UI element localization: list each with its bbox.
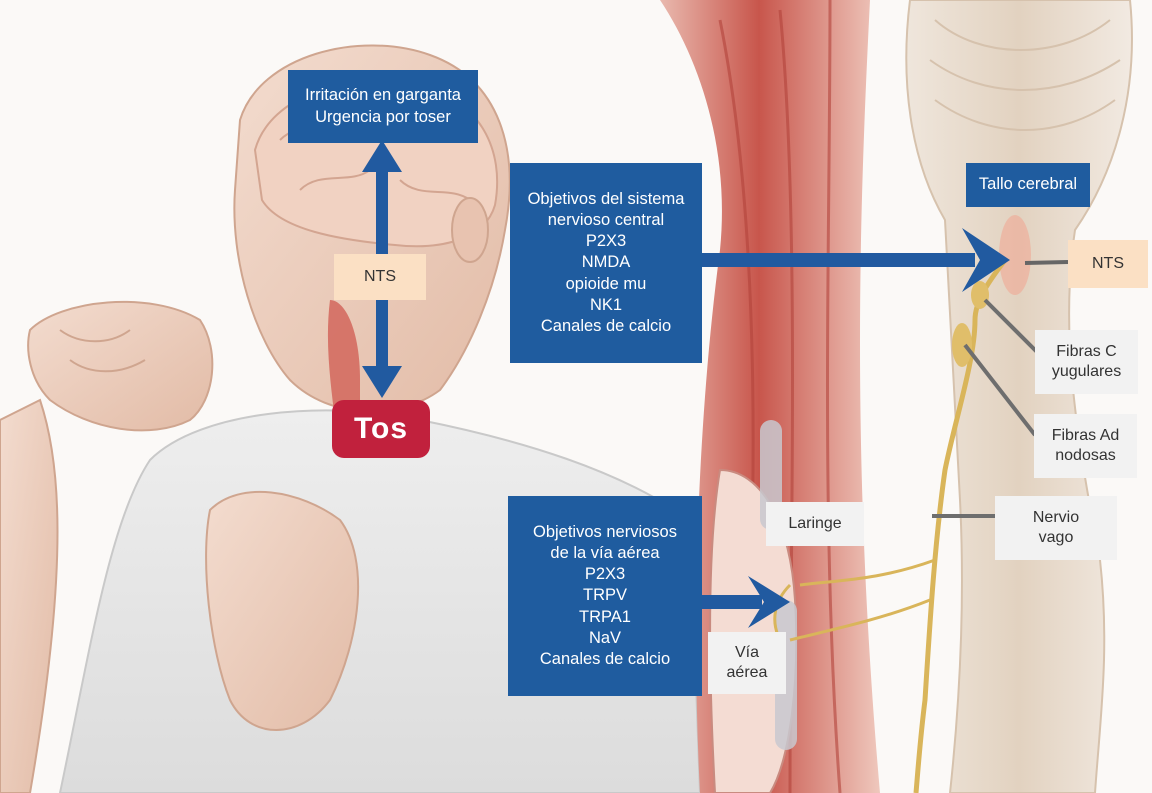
nervio-vago-label: Nervio vago [995,496,1117,560]
nts-right-label: NTS [1068,240,1148,288]
cns-targets-box: Objetivos del sistema nervioso central P… [510,163,702,363]
airway-target-line: Objetivos nerviosos [533,522,677,543]
cns-target-line: P2X3 [586,231,626,252]
airway-target-line: NaV [589,628,621,649]
brain-symptom-line: Irritación en garganta [305,85,461,106]
tos-badge: Tos [332,400,430,458]
brain-symptoms-box: Irritación en garganta Urgencia por tose… [288,70,478,143]
airway-targets-box: Objetivos nerviosos de la vía aérea P2X3… [508,496,702,696]
brain-symptom-line: Urgencia por toser [315,107,451,128]
airway-target-line: P2X3 [585,564,625,585]
airway-target-line: de la vía aérea [550,543,659,564]
airway-target-line: Canales de calcio [540,649,670,670]
cns-target-line: NK1 [590,295,622,316]
cns-target-line: NMDA [582,252,631,273]
nts-pointer-line [1025,262,1068,263]
airway-target-line: TRPA1 [579,607,631,628]
brainstem-label: Tallo cerebral [966,163,1090,207]
cns-target-line: Objetivos del sistema [528,189,685,210]
via-aerea-label: Vía aérea [708,632,786,694]
laringe-label: Laringe [766,502,864,546]
nts-center-label: NTS [334,254,426,300]
cns-target-line: nervioso central [548,210,664,231]
fibras-ad-label: Fibras Ad nodosas [1034,414,1137,478]
brainstem-shape [906,0,1132,793]
cns-target-line: opioide mu [566,274,647,295]
fist-shape [28,302,212,431]
fibras-c-label: Fibras C yugulares [1035,330,1138,394]
airway-target-line: TRPV [583,585,627,606]
cns-target-line: Canales de calcio [541,316,671,337]
